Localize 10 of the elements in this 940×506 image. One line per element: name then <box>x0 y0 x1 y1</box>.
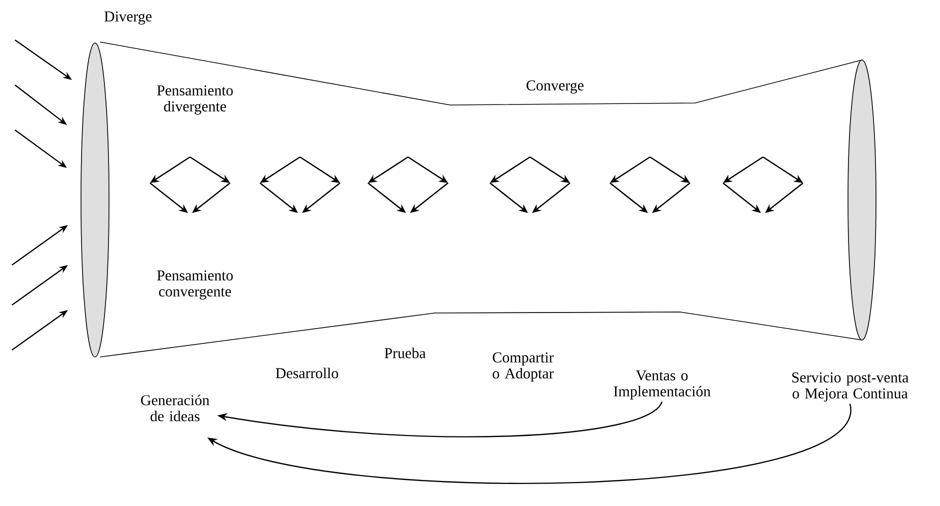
text-label: Diverge <box>104 11 152 25</box>
stage-label: Prueba <box>384 348 426 358</box>
stage-label: Ventas o Implementación <box>614 370 711 400</box>
text-label: Pensamiento divergente <box>157 85 233 115</box>
stage-label: Compartir o Adoptar <box>492 352 554 382</box>
stage-label: Servicio post-venta o Mejora Continua <box>792 372 909 402</box>
stage-label: Generación de ideas <box>141 394 210 422</box>
text-label: Pensamiento convergente <box>157 270 233 300</box>
text-label: Converge <box>526 80 584 94</box>
stage-label: Desarrollo <box>276 368 338 378</box>
